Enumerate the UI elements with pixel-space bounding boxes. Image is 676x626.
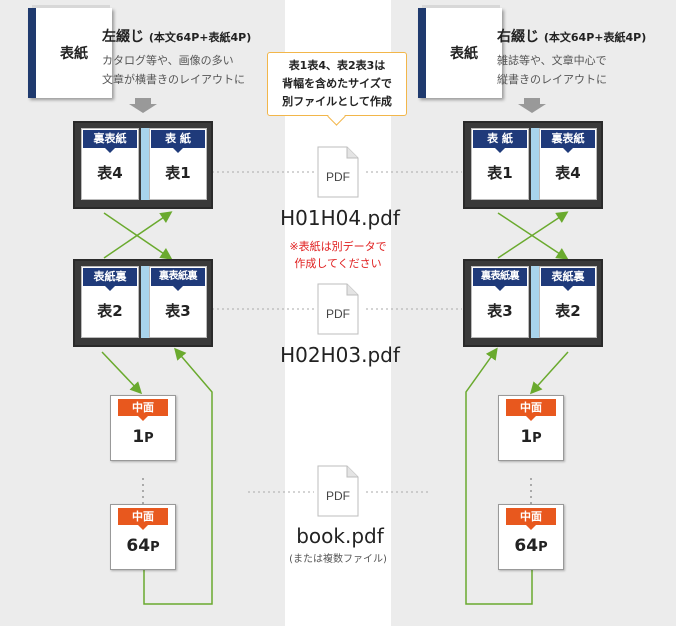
arrow-left-to-page1 bbox=[101, 351, 143, 395]
cover-separate-note: ※表紙は別データで 作成してください bbox=[218, 238, 458, 272]
callout-line-1: 表1表4、表2表3は bbox=[288, 59, 386, 72]
file-name-h02h03: H02H03.pdf bbox=[280, 343, 400, 367]
right-inner-last-tag: 中面 bbox=[506, 508, 556, 530]
left-inner-last-number: 64P bbox=[126, 536, 160, 556]
left-spread1-right-page: 表 紙 表1 bbox=[149, 128, 207, 200]
left-spread1-left-page: 裏表紙 表4 bbox=[81, 128, 139, 200]
right-spread1-right-label: 表4 bbox=[555, 164, 581, 182]
svg-text:PDF: PDF bbox=[326, 307, 350, 321]
note-line-1: ※表紙は別データで bbox=[289, 240, 387, 253]
right-spread-cover: 表 紙 表1 裏表紙 表4 bbox=[463, 121, 603, 209]
right-spread2-right-page: 表紙裏 表2 bbox=[539, 266, 597, 338]
left-title: 左綴じ (本文64P+表紙4P) bbox=[102, 26, 251, 46]
right-cover-book: 表紙 bbox=[418, 5, 502, 98]
right-spread-inner-cover: 裏表紙裏 表3 表紙裏 表2 bbox=[463, 259, 603, 347]
right-spread2-right-tag: 表紙裏 bbox=[541, 268, 595, 291]
pdf-file-icon: PDF bbox=[317, 465, 359, 517]
arrow-right-cross-2 bbox=[497, 212, 569, 260]
left-desc-line-1: カタログ等や、画像の多い bbox=[102, 54, 234, 67]
right-inner-page-last: 中面 64P bbox=[498, 504, 564, 570]
left-title-note: (本文64P+表紙4P) bbox=[148, 31, 252, 44]
left-inner-page-last: 中面 64P bbox=[110, 504, 176, 570]
arrow-left-cross-2 bbox=[103, 212, 173, 260]
file-name-h01h04: H01H04.pdf bbox=[280, 206, 400, 230]
left-inner-page-first: 中面 1P bbox=[110, 395, 176, 461]
note-line-2: 作成してください bbox=[294, 257, 382, 270]
pdf-file-icon: PDF bbox=[317, 146, 359, 198]
left-spread1-left-label: 表4 bbox=[97, 164, 123, 182]
right-cover-label: 表紙 bbox=[450, 46, 478, 62]
right-spread2-right-label: 表2 bbox=[555, 302, 581, 320]
left-spread2-left-page: 表紙裏 表2 bbox=[81, 266, 139, 338]
right-description: 雑誌等や、文章中心で 縦書きのレイアウトに bbox=[497, 51, 607, 89]
file-name-book-sub: (または複数ファイル) bbox=[289, 554, 387, 565]
left-spread1-left-tag: 裏表紙 bbox=[83, 130, 137, 153]
left-spread1-right-tag: 表 紙 bbox=[151, 130, 205, 153]
right-desc-line-1: 雑誌等や、文章中心で bbox=[497, 54, 607, 67]
left-spread2-right-label: 表3 bbox=[165, 302, 191, 320]
right-spread1-left-label: 表1 bbox=[487, 164, 513, 182]
left-spread2-left-tag: 表紙裏 bbox=[83, 268, 137, 291]
right-title-note: (本文64P+表紙4P) bbox=[543, 31, 647, 44]
left-spread2-spine bbox=[141, 266, 149, 338]
right-spread1-left-tag: 表 紙 bbox=[473, 130, 527, 153]
left-inner-first-tag: 中面 bbox=[118, 399, 168, 421]
right-desc-line-2: 縦書きのレイアウトに bbox=[497, 73, 607, 86]
right-inner-last-number: 64P bbox=[514, 536, 548, 556]
svg-text:PDF: PDF bbox=[326, 170, 350, 184]
left-description: カタログ等や、画像の多い 文章が横書きのレイアウトに bbox=[102, 51, 245, 89]
left-inner-last-tag: 中面 bbox=[118, 508, 168, 530]
right-spread2-left-label: 表3 bbox=[487, 302, 513, 320]
right-spread2-spine bbox=[531, 266, 539, 338]
arrow-right-return bbox=[465, 347, 533, 605]
callout-line-3: 別ファイルとして作成 bbox=[282, 95, 392, 108]
left-spread2-right-tag: 裏表紙裏 bbox=[151, 268, 205, 291]
right-inner-first-number: 1P bbox=[520, 427, 542, 447]
file-name-book: book.pdf bbox=[296, 524, 384, 548]
down-arrow-right-icon bbox=[518, 98, 546, 113]
right-spread1-right-tag: 裏表紙 bbox=[541, 130, 595, 153]
right-spread1-spine bbox=[531, 128, 539, 200]
left-desc-line-2: 文章が横書きのレイアウトに bbox=[102, 73, 245, 86]
callout-separate-files: 表1表4、表2表3は 背幅を含めたサイズで 別ファイルとして作成 bbox=[267, 52, 407, 116]
arrow-left-return bbox=[143, 347, 213, 605]
right-title-text: 右綴じ bbox=[497, 29, 539, 45]
left-cover-label: 表紙 bbox=[60, 46, 88, 62]
left-title-text: 左綴じ bbox=[102, 29, 144, 45]
left-cover-book: 表紙 bbox=[28, 5, 112, 98]
left-spread-cover: 裏表紙 表4 表 紙 表1 bbox=[73, 121, 213, 209]
down-arrow-left-icon bbox=[129, 98, 157, 113]
pdf-file-icon: PDF bbox=[317, 283, 359, 335]
left-inner-first-number: 1P bbox=[132, 427, 154, 447]
right-title: 右綴じ (本文64P+表紙4P) bbox=[497, 26, 646, 46]
svg-text:PDF: PDF bbox=[326, 489, 350, 503]
callout-line-2: 背幅を含めたサイズで bbox=[282, 77, 392, 90]
right-spread2-left-tag: 裏表紙裏 bbox=[473, 268, 527, 291]
left-spread1-right-label: 表1 bbox=[165, 164, 191, 182]
right-inner-first-tag: 中面 bbox=[506, 399, 556, 421]
left-spread2-right-page: 裏表紙裏 表3 bbox=[149, 266, 207, 338]
right-spread2-left-page: 裏表紙裏 表3 bbox=[471, 266, 529, 338]
right-spread1-left-page: 表 紙 表1 bbox=[471, 128, 529, 200]
left-spread2-left-label: 表2 bbox=[97, 302, 123, 320]
arrow-right-to-page1 bbox=[529, 351, 569, 395]
left-spread-inner-cover: 表紙裏 表2 裏表紙裏 表3 bbox=[73, 259, 213, 347]
right-spread1-right-page: 裏表紙 表4 bbox=[539, 128, 597, 200]
left-spread1-spine bbox=[141, 128, 149, 200]
right-inner-page-first: 中面 1P bbox=[498, 395, 564, 461]
